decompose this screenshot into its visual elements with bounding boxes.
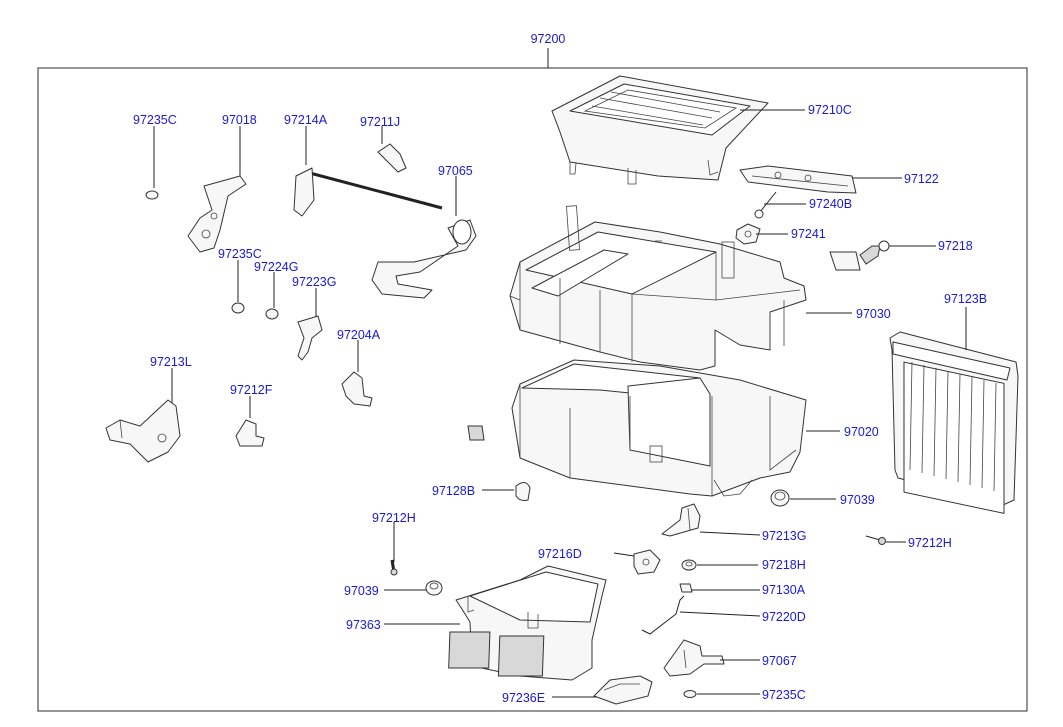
- label-97212H-left[interactable]: 97212H: [372, 511, 416, 525]
- part-97213G-lever: [661, 503, 701, 537]
- label-97122[interactable]: 97122: [904, 172, 939, 186]
- part-pad: [467, 425, 485, 441]
- assembly-number-label[interactable]: 97200: [531, 32, 566, 46]
- part-97128B-clip: [515, 482, 531, 501]
- label-97214A[interactable]: 97214A: [284, 113, 328, 127]
- part-97235C-bottom-clip: [683, 690, 697, 698]
- part-97020-lower-case: [511, 359, 807, 497]
- label-97204A[interactable]: 97204A: [337, 328, 381, 342]
- label-97223G[interactable]: 97223G: [292, 275, 336, 289]
- label-97065[interactable]: 97065: [438, 164, 473, 178]
- part-97039-left-grommet: [425, 580, 443, 596]
- part-97212F-clip: [235, 396, 265, 447]
- label-97363[interactable]: 97363: [346, 618, 381, 632]
- label-97216D[interactable]: 97216D: [538, 547, 582, 561]
- part-97122-bracket: [739, 165, 857, 194]
- part-97235C-top-clip: [145, 126, 159, 200]
- label-97213G[interactable]: 97213G: [762, 529, 806, 543]
- label-97212F[interactable]: 97212F: [230, 383, 273, 397]
- part-97220D-rod: [641, 595, 685, 635]
- label-97240B[interactable]: 97240B: [809, 197, 852, 211]
- label-97218[interactable]: 97218: [938, 239, 973, 253]
- label-97235C-top[interactable]: 97235C: [133, 113, 177, 127]
- part-97218-motor: [829, 240, 890, 271]
- part-97030-upper-case: [509, 205, 807, 371]
- label-97220D[interactable]: 97220D: [762, 610, 806, 624]
- label-97130A[interactable]: 97130A: [762, 583, 806, 597]
- part-97241-actuator: [735, 223, 761, 245]
- label-97236E[interactable]: 97236E: [502, 691, 545, 705]
- part-97218H-grommet: [681, 559, 697, 571]
- part-97223G-lever: [297, 288, 323, 361]
- label-97123B[interactable]: 97123B: [944, 292, 987, 306]
- label-97018[interactable]: 97018: [222, 113, 257, 127]
- label-97213L[interactable]: 97213L: [150, 355, 192, 369]
- leader-97220D: [679, 611, 761, 617]
- part-97211J-clip: [377, 126, 407, 173]
- part-97210C-cover: [551, 75, 769, 185]
- part-97240B-rod: [754, 191, 777, 219]
- label-97128B[interactable]: 97128B: [432, 484, 475, 498]
- leader-97213G: [699, 531, 761, 536]
- label-97039-left[interactable]: 97039: [344, 584, 379, 598]
- label-97241[interactable]: 97241: [791, 227, 826, 241]
- label-97210C[interactable]: 97210C: [808, 103, 852, 117]
- part-97204A-clip: [341, 340, 373, 407]
- part-97235C-mid-clip: [231, 260, 245, 314]
- label-97224G[interactable]: 97224G: [254, 260, 298, 274]
- part-97216D-bracket: [633, 549, 661, 575]
- part-97212H-left-screw: [390, 522, 398, 576]
- label-97030[interactable]: 97030: [856, 307, 891, 321]
- label-97212H-right[interactable]: 97212H: [908, 536, 952, 550]
- part-97065-duct: [371, 176, 477, 299]
- part-97067-bracket: [663, 639, 725, 677]
- part-97214A-shaft: [293, 126, 443, 217]
- label-97039-right[interactable]: 97039: [840, 493, 875, 507]
- part-97224G-plug: [265, 272, 279, 320]
- label-97020[interactable]: 97020: [844, 425, 879, 439]
- part-97212H-right-screw: [865, 535, 886, 545]
- part-97236E-housing: [593, 675, 653, 705]
- label-97067[interactable]: 97067: [762, 654, 797, 668]
- label-97235C-mid[interactable]: 97235C: [218, 247, 262, 261]
- part-97039-right-grommet: [770, 489, 790, 507]
- part-97018-lever: [187, 126, 247, 253]
- assembly-frame: [37, 67, 1028, 712]
- part-97130A-clip: [679, 583, 693, 593]
- part-97213L-bracket: [105, 368, 181, 463]
- label-97211J[interactable]: 97211J: [360, 115, 400, 129]
- label-97235C-bottom[interactable]: 97235C: [762, 688, 806, 702]
- label-97218H[interactable]: 97218H: [762, 558, 806, 572]
- leader-97216D: [613, 552, 635, 557]
- part-97123B-filter: [889, 331, 1019, 514]
- part-97363-tray: [448, 565, 607, 681]
